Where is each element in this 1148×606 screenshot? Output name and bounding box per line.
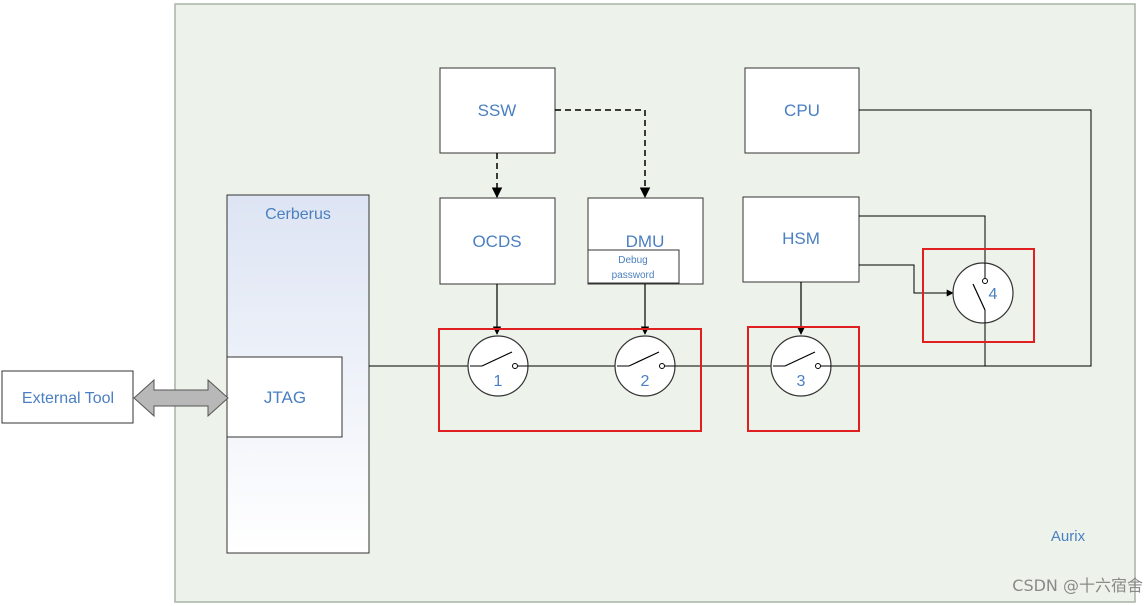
- jtag-label: JTAG: [264, 388, 306, 407]
- switch-3: 3: [770, 335, 832, 397]
- switch-2-label: 2: [641, 373, 650, 390]
- jtag-box: [226, 356, 343, 438]
- highlight-switch-4: [922, 248, 1035, 343]
- cerberus-label: Cerberus: [265, 206, 331, 223]
- switch-4: 4: [952, 262, 1014, 324]
- cpu-box: [744, 67, 860, 154]
- debug-password-line1: Debug: [618, 255, 647, 266]
- bidirectional-arrow: [133, 378, 229, 418]
- hsm-to-switch4-control: [859, 264, 954, 297]
- debug-password-box: [587, 249, 680, 284]
- external-tool-box: [1, 370, 134, 424]
- external-tool-label: External Tool: [22, 390, 114, 407]
- switch-2: 2: [614, 335, 676, 397]
- cpu-to-bus-line: [859, 109, 1092, 367]
- ocds-box: [439, 197, 556, 285]
- switch-1-label: 1: [494, 373, 503, 390]
- aurix-label: Aurix: [1051, 528, 1086, 545]
- watermark: CSDN @十六宿舍: [1012, 576, 1143, 595]
- switch-4-label: 4: [989, 286, 998, 303]
- cpu-label: CPU: [784, 101, 820, 120]
- highlight-switch-3: [747, 326, 860, 432]
- hsm-label: HSM: [782, 229, 820, 248]
- debug-password-line2: password: [612, 270, 655, 281]
- switch-1: 1: [467, 335, 529, 397]
- ssw-to-dmu-dashed: [555, 109, 651, 199]
- dmu-label: DMU: [626, 232, 665, 251]
- ocds-label: OCDS: [472, 232, 521, 251]
- highlight-switches-1-2: [438, 328, 702, 432]
- ssw-label: SSW: [478, 101, 517, 120]
- switch-3-label: 3: [797, 373, 806, 390]
- hsm-to-switch4-top: [859, 215, 986, 278]
- hsm-box: [742, 196, 860, 283]
